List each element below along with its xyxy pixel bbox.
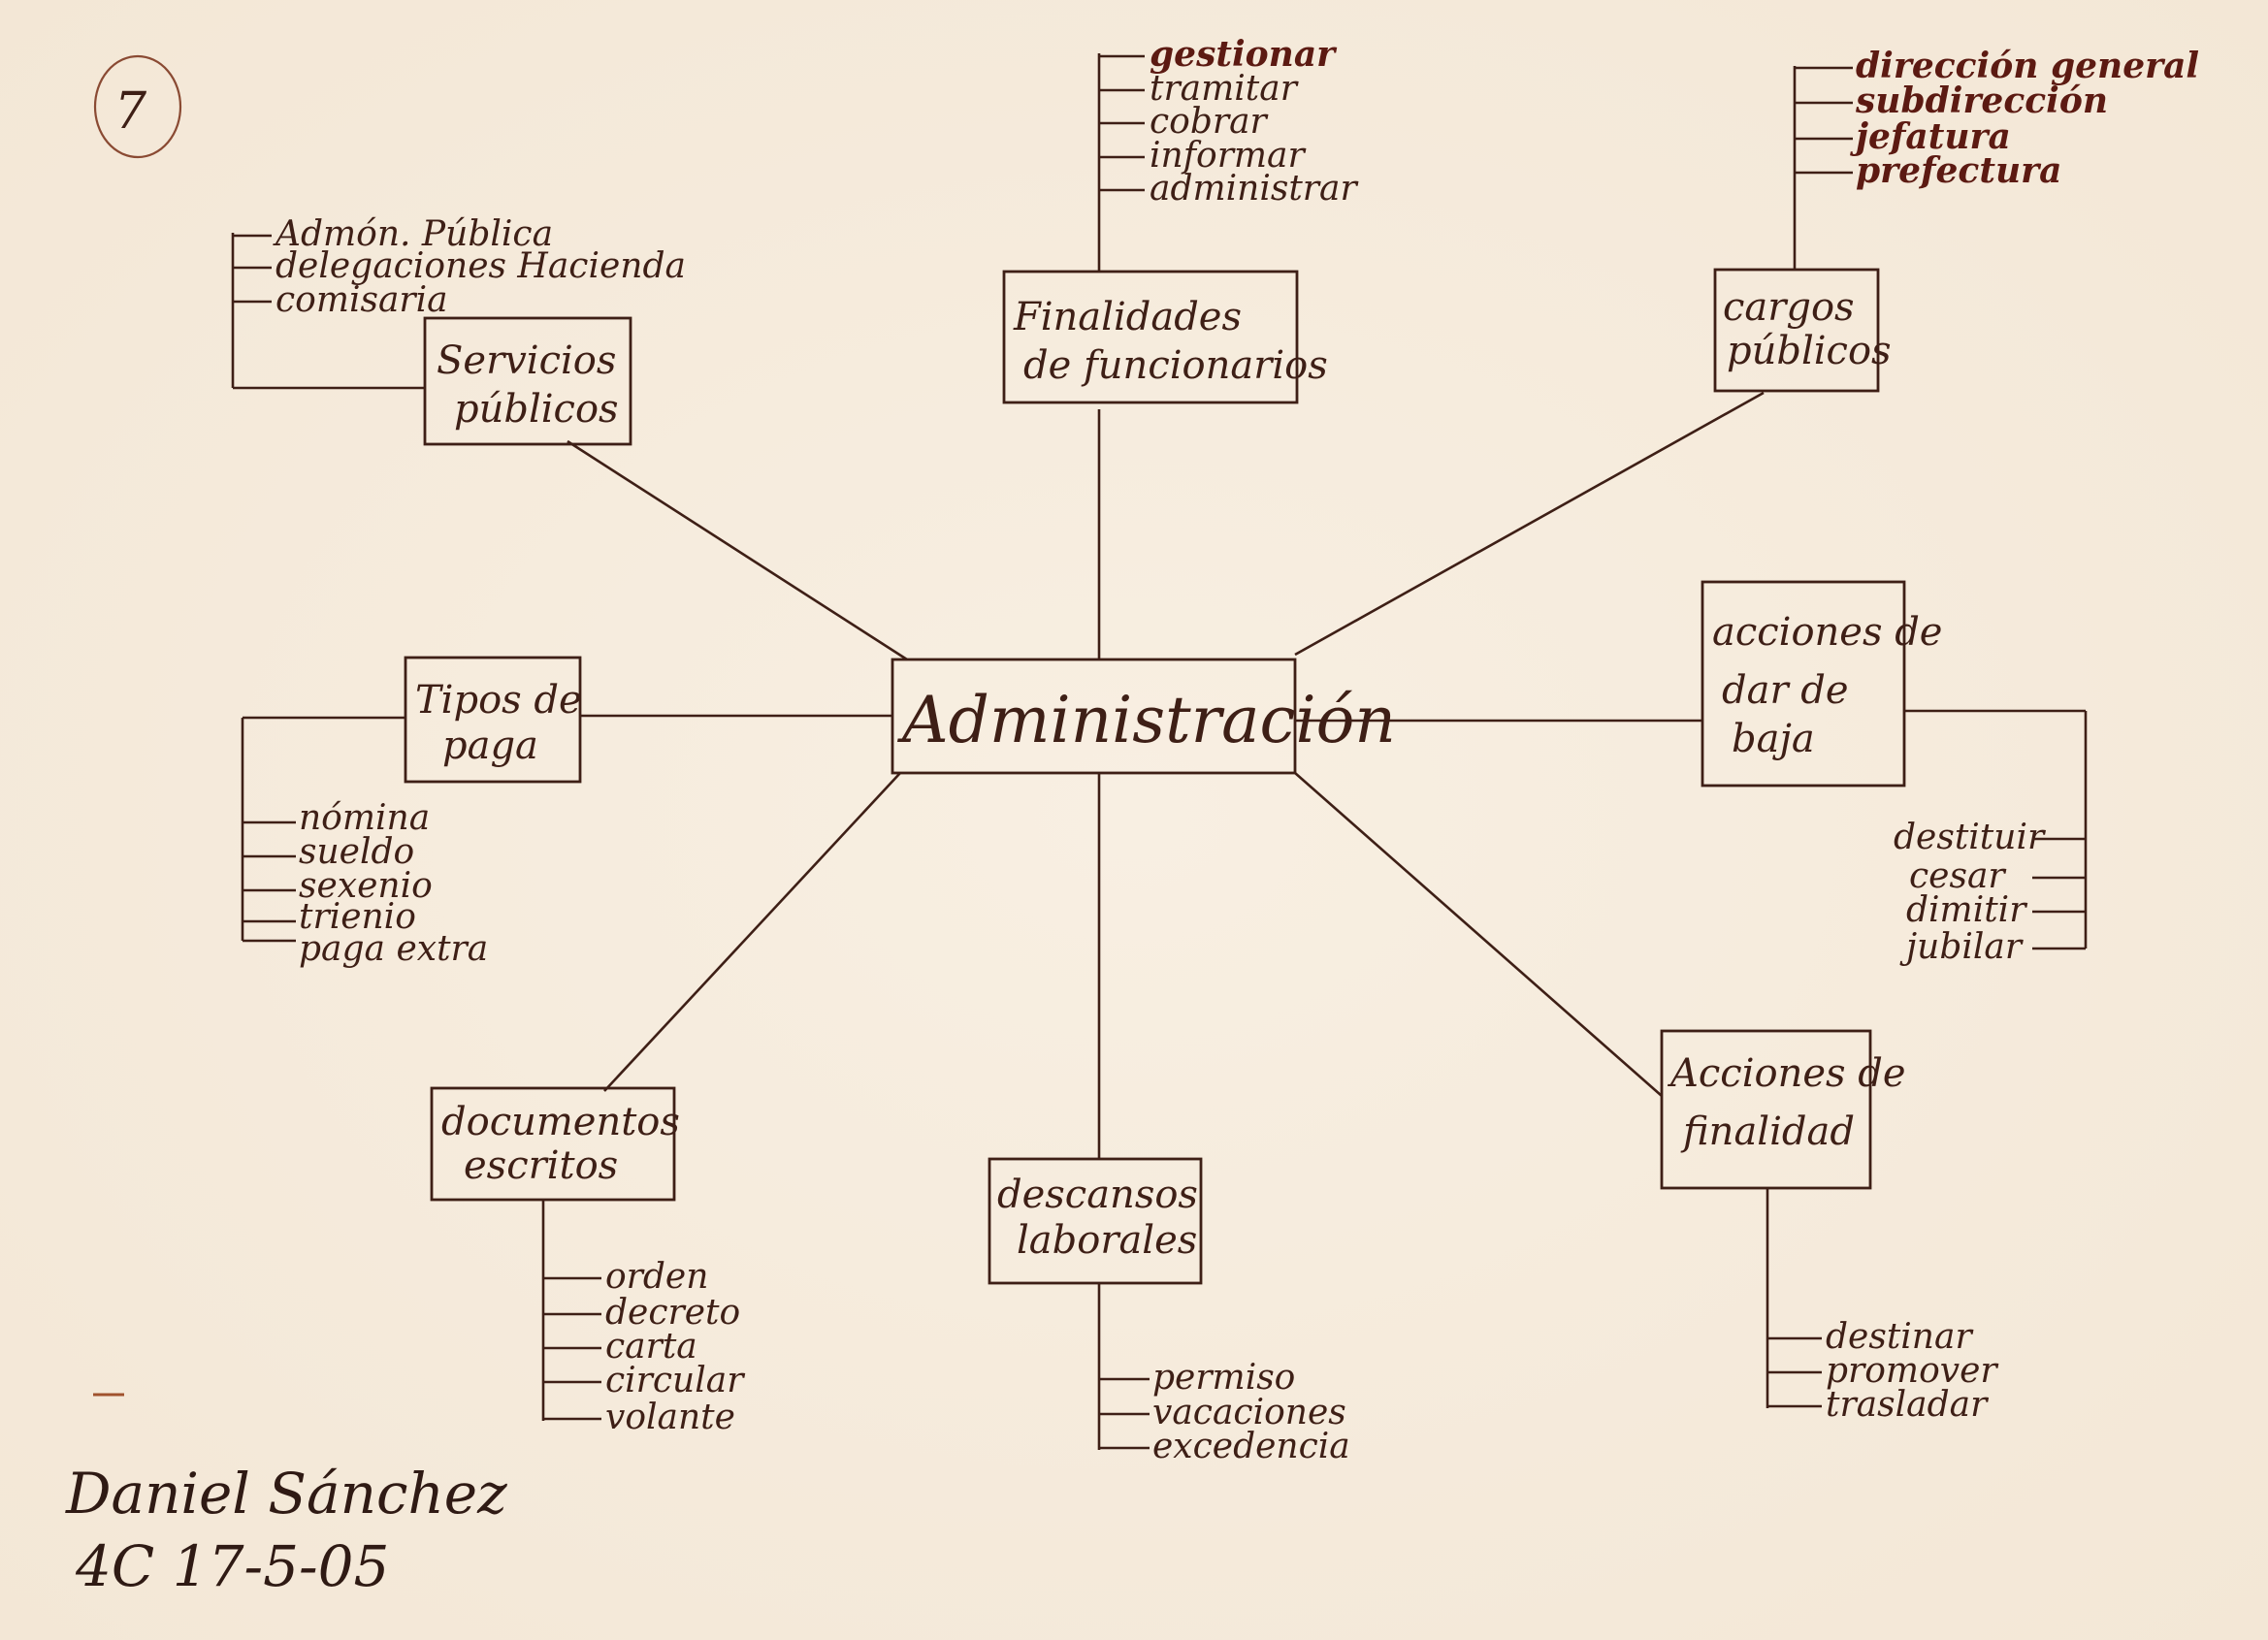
- node-acciones-baja-line3: baja: [1732, 717, 1815, 761]
- acciones-finalidad-item: promover: [1826, 1351, 1998, 1391]
- cargos-item: dirección general: [1856, 46, 2199, 86]
- node-acciones-finalidad-line1: Acciones de: [1667, 1051, 1906, 1096]
- node-descansos: descansos laborales permiso vacaciones e…: [988, 1157, 1350, 1466]
- acciones-baja-item: cesar: [1909, 856, 2006, 896]
- spoke-acciones-finalidad: [1294, 772, 1663, 1097]
- cargos-item: subdirección: [1855, 80, 2108, 121]
- node-acciones-baja-line1: acciones de: [1712, 610, 1942, 655]
- node-cargos-line2: públicos: [1727, 329, 1892, 373]
- tipos-item: sexenio: [299, 866, 433, 906]
- acciones-finalidad-item: destinar: [1826, 1317, 1973, 1357]
- tipos-item: nómina: [299, 798, 430, 838]
- node-acciones-finalidad-line2: finalidad: [1680, 1109, 1855, 1154]
- finalidades-item: administrar: [1150, 169, 1358, 209]
- node-cargos: cargos públicos dirección general subdir…: [1713, 46, 2199, 393]
- node-acciones-baja: acciones de dar de baja destituir cesar …: [1701, 580, 2088, 967]
- documentos-item: volante: [605, 1398, 735, 1437]
- tipos-item: sueldo: [299, 832, 414, 872]
- node-descansos-line1: descansos: [997, 1173, 1198, 1217]
- node-finalidades-line1: Finalidades: [1013, 295, 1242, 339]
- documentos-item: decreto: [605, 1293, 740, 1333]
- spoke-servicios: [567, 439, 908, 661]
- node-acciones-finalidad: Acciones de finalidad destinar promover …: [1660, 1029, 1998, 1425]
- finalidades-item: informar: [1150, 136, 1307, 176]
- node-tipos: Tipos de paga nómina sueldo sexenio trie…: [241, 656, 582, 969]
- node-finalidades-line2: de funcionarios: [1023, 343, 1328, 388]
- node-acciones-baja-line2: dar de: [1722, 668, 1849, 713]
- signature-name: Daniel Sánchez: [65, 1461, 507, 1527]
- servicios-item: Admón. Pública: [273, 214, 553, 254]
- node-tipos-line1: Tipos de: [415, 678, 582, 723]
- node-finalidades: Finalidades de funcionarios gestionar tr…: [1002, 34, 1358, 404]
- finalidades-item: gestionar: [1150, 34, 1338, 75]
- page-number: 7: [114, 82, 147, 141]
- finalidades-item: cobrar: [1150, 102, 1269, 142]
- node-servicios-line2: públicos: [454, 387, 619, 432]
- node-documentos-line1: documentos: [441, 1100, 680, 1144]
- spoke-documentos: [603, 772, 901, 1092]
- documentos-item: orden: [605, 1257, 708, 1297]
- servicios-item: comisaria: [275, 280, 448, 320]
- page-number-circle: [93, 54, 182, 159]
- documentos-item: circular: [605, 1361, 745, 1400]
- node-documentos-line2: escritos: [464, 1143, 618, 1188]
- acciones-baja-item: dimitir: [1906, 890, 2027, 930]
- descansos-item: vacaciones: [1152, 1393, 1346, 1432]
- acciones-baja-item: destituir: [1894, 818, 2046, 857]
- descansos-item: permiso: [1152, 1358, 1295, 1398]
- spoke-cargos: [1294, 391, 1765, 657]
- descansos-item: excedencia: [1152, 1427, 1350, 1466]
- node-tipos-line2: paga: [442, 724, 538, 768]
- signature-class-date: 4C 17-5-05: [75, 1533, 389, 1599]
- acciones-finalidad-item: trasladar: [1826, 1385, 1989, 1425]
- tipos-item: trienio: [299, 897, 416, 937]
- servicios-item: delegaciones Hacienda: [275, 246, 686, 286]
- cargos-item: jefatura: [1850, 116, 2011, 157]
- node-cargos-line1: cargos: [1723, 285, 1855, 330]
- documentos-item: carta: [605, 1327, 697, 1367]
- cargos-item: prefectura: [1856, 150, 2061, 191]
- node-documentos: documentos escritos orden decreto carta …: [430, 1086, 745, 1437]
- tipos-item: paga extra: [299, 929, 488, 969]
- node-servicios-line1: Servicios: [437, 338, 616, 383]
- node-servicios: Servicios públicos Admón. Pública delega…: [231, 214, 686, 446]
- finalidades-item: tramitar: [1150, 69, 1299, 109]
- acciones-baja-item: jubilar: [1899, 927, 2024, 967]
- node-descansos-line2: laborales: [1017, 1218, 1197, 1263]
